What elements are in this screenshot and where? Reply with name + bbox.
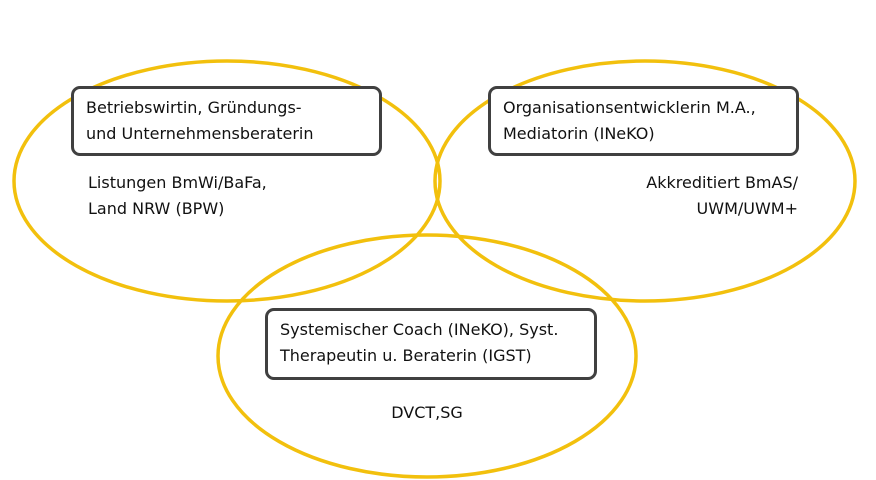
bottom-box-line-2: Therapeutin u. Beraterin (IGST) [280,346,532,365]
left-circle [12,59,442,303]
left-box-line-2: und Unternehmensberaterin [86,124,314,143]
left-box-line-1: Betriebswirtin, Gründungs- [86,98,302,117]
left-note-line-2: Land NRW (BPW) [88,199,225,218]
left-accreditation-note: Listungen BmWi/BaFa, Land NRW (BPW) [88,170,267,222]
bottom-circle [216,233,638,479]
bottom-note-line-1: DVCT,SG [391,403,463,422]
right-circle [433,59,857,303]
bottom-qualification-box: Systemischer Coach (INeKO), Syst. Therap… [265,308,597,380]
right-accreditation-note: Akkreditiert BmAS/ UWM/UWM+ [646,170,798,222]
right-note-line-1: Akkreditiert BmAS/ [646,173,798,192]
right-box-line-2: Mediatorin (INeKO) [503,124,655,143]
left-note-line-1: Listungen BmWi/BaFa, [88,173,267,192]
left-qualification-box: Betriebswirtin, Gründungs- und Unternehm… [71,86,382,156]
right-qualification-box: Organisationsentwicklerin M.A., Mediator… [488,86,799,156]
bottom-accreditation-note: DVCT,SG [327,400,527,426]
bottom-box-line-1: Systemischer Coach (INeKO), Syst. [280,320,559,339]
right-box-line-1: Organisationsentwicklerin M.A., [503,98,756,117]
right-note-line-2: UWM/UWM+ [696,199,798,218]
